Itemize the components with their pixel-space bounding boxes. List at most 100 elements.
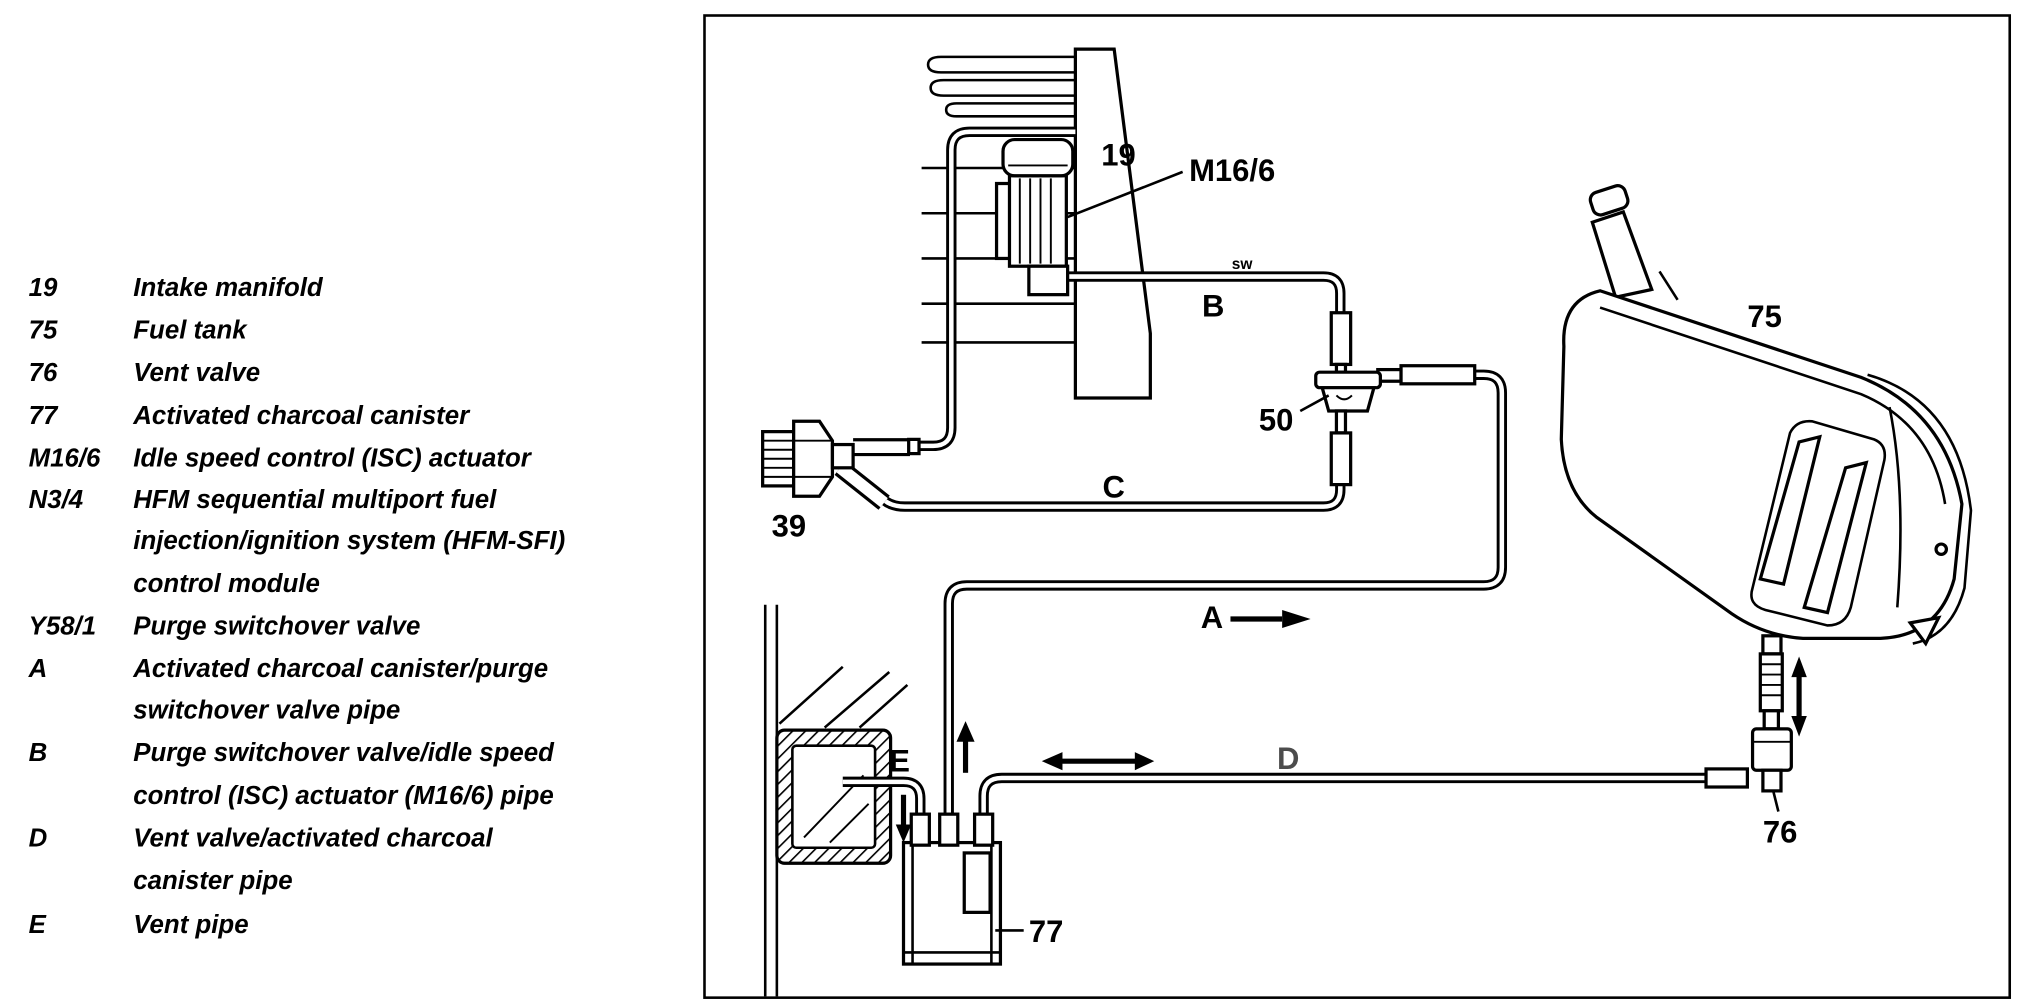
legend-description: Activated charcoal canister/purge xyxy=(132,655,548,683)
vent-valve xyxy=(1704,634,1793,793)
legend-description: switchover valve pipe xyxy=(133,697,400,725)
legend-code: A xyxy=(28,655,48,683)
vent-valve-body xyxy=(1750,727,1793,772)
tank-top-seam xyxy=(1599,306,1947,505)
leader-50 xyxy=(1299,394,1330,413)
label-purge-valve: 50 xyxy=(1259,402,1293,437)
vent-tube xyxy=(1762,709,1781,731)
legend-code: 76 xyxy=(29,359,58,387)
connector-upper xyxy=(1329,311,1353,367)
flow-arrows xyxy=(895,609,1807,843)
label-isc-actuator: M16/6 xyxy=(1189,153,1275,188)
label-pipe-d: D xyxy=(1277,741,1299,776)
diagram-labels: 19 M16/6 sw B 50 C 39 A 75 D E 76 77 xyxy=(772,137,1798,949)
isc-actuator xyxy=(994,137,1075,297)
label-fuel-tank: 75 xyxy=(1747,299,1781,334)
label-pipe-b-color: sw xyxy=(1232,256,1254,273)
arrow-a-head xyxy=(1282,609,1311,629)
pipe-a-core xyxy=(946,372,1505,816)
pipe-collar xyxy=(907,437,921,456)
legend-item-75: 75 Fuel tank xyxy=(29,317,249,345)
structure-edge xyxy=(858,683,909,729)
diagram-frame xyxy=(703,14,2012,999)
actuator-body xyxy=(1007,174,1068,268)
label-pipe-e: E xyxy=(889,744,910,779)
legend-code: D xyxy=(29,824,48,852)
double-arrow-d-right-head xyxy=(1134,752,1155,771)
leader-lines xyxy=(995,170,1780,932)
legend-description: Purge switchover valve/idle speed xyxy=(133,739,555,767)
legend-description: canister pipe xyxy=(133,867,292,895)
legend-code: N3/4 xyxy=(29,486,84,514)
legend-description: Intake manifold xyxy=(133,274,324,302)
double-arrow-76-down-head xyxy=(1791,715,1807,737)
arrow-e-head xyxy=(895,824,912,843)
valve-mark xyxy=(1335,394,1353,401)
pipes xyxy=(834,126,1709,816)
pipe-e-core xyxy=(842,779,923,816)
structure-edge xyxy=(778,665,844,725)
legend-description: injection/ignition system (HFM-SFI) xyxy=(133,527,565,555)
label-pipe-c: C xyxy=(1103,470,1125,505)
tank-bracket xyxy=(1907,615,1942,647)
manifold-plate xyxy=(1073,47,1152,400)
vent-connector xyxy=(1758,652,1784,713)
purge-switchover-valve xyxy=(1314,311,1477,487)
breather-tube xyxy=(1658,270,1679,301)
structural-member-inner xyxy=(791,744,877,850)
legend-description: Fuel tank xyxy=(133,317,248,345)
label-vent-valve: 76 xyxy=(1763,815,1797,850)
legend-item-19: 19 Intake manifold xyxy=(29,274,324,302)
filler-cap xyxy=(1588,184,1630,217)
tank-panel xyxy=(1750,419,1887,627)
legend-code: Y58/1 xyxy=(29,613,96,641)
legend-item-n3-4: N3/4 HFM sequential multiport fuel injec… xyxy=(29,486,566,598)
legend-code: 19 xyxy=(29,274,58,302)
body-structure xyxy=(763,604,909,997)
fitting-39 xyxy=(761,419,921,498)
legend-description: Vent pipe xyxy=(133,911,248,939)
connector-lower xyxy=(1329,431,1353,487)
valve-stem-lower xyxy=(1334,409,1348,435)
label-intake-manifold: 19 xyxy=(1101,137,1135,172)
legend-description: Purge switchover valve xyxy=(133,613,420,641)
double-arrow-d-left-head xyxy=(1041,752,1063,771)
legend-description: Activated charcoal canister xyxy=(132,402,471,430)
pipe-c-core xyxy=(882,483,1343,509)
legend: 19 Intake manifold 75 Fuel tank 76 Vent … xyxy=(28,274,566,939)
tank-rib xyxy=(1802,460,1869,615)
pipe-d xyxy=(978,772,1709,816)
manifold-runner-tube xyxy=(926,55,1076,74)
hose-39-lower-core xyxy=(836,463,888,508)
structure-inner-line xyxy=(829,803,870,844)
legend-description: HFM sequential multiport fuel xyxy=(133,486,497,514)
leader-76 xyxy=(1771,790,1780,812)
actuator-cap xyxy=(1001,137,1075,178)
fitting-nipple xyxy=(830,442,855,470)
legend-item-m16-6: M16/6 Idle speed control (ISC) actuator xyxy=(29,445,533,473)
fuel-tank xyxy=(1559,184,1973,647)
legend-item-e: E Vent pipe xyxy=(29,911,249,939)
pipe-b-core xyxy=(1046,274,1343,315)
canister-port-e xyxy=(909,812,931,847)
legend-description: Vent valve/activated charcoal xyxy=(133,824,493,852)
vent-valve-stem xyxy=(1761,768,1783,793)
label-canister: 77 xyxy=(1029,914,1063,949)
canister-port-a xyxy=(938,812,960,847)
label-pipe-b: B xyxy=(1202,289,1224,324)
manifold-runner-tube xyxy=(944,102,1076,118)
legend-item-a: A Activated charcoal canister/purge swit… xyxy=(28,655,549,724)
charcoal-canister xyxy=(901,812,1003,966)
filler-neck xyxy=(1590,209,1654,300)
valve-top-disc xyxy=(1314,370,1382,390)
tank-outlet xyxy=(1761,634,1783,656)
legend-description: control (ISC) actuator (M16/6) pipe xyxy=(133,782,553,810)
legend-code: M16/6 xyxy=(29,445,101,473)
legend-item-y58-1: Y58/1 Purge switchover valve xyxy=(29,613,421,641)
label-fitting-39: 39 xyxy=(772,508,806,543)
manifold-runner-tube xyxy=(929,78,1076,97)
pipe-d-core xyxy=(981,775,1709,816)
connector-pipe-d xyxy=(1704,767,1750,789)
arrow-up-head xyxy=(956,721,975,742)
